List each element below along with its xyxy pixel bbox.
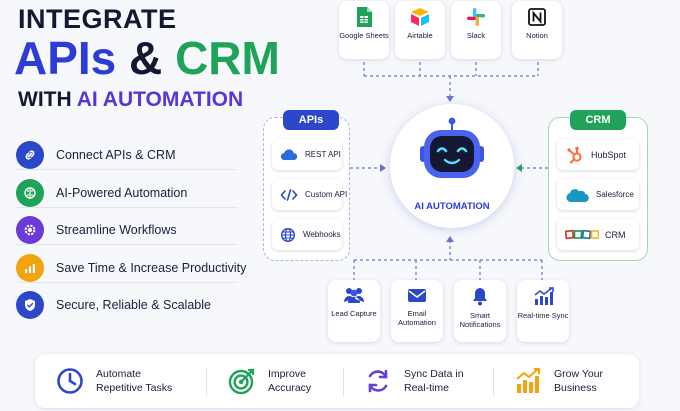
growth-icon	[514, 367, 542, 395]
tile-label: Email Automation	[398, 309, 436, 327]
bell-icon	[470, 286, 490, 306]
app-label: Notion	[526, 31, 548, 40]
feature-label: Streamline Workflows	[56, 222, 177, 237]
benefit-item: Sync Data in Real-time	[364, 354, 464, 408]
feature-item: Secure, Reliable & Scalable	[16, 290, 238, 320]
google-sheets-icon	[356, 7, 372, 27]
app-tile-slack[interactable]: Slack	[451, 1, 501, 59]
hubspot-icon	[565, 145, 585, 165]
crm-badge: CRM	[570, 110, 626, 130]
benefit-text: Grow Your Business	[554, 368, 604, 394]
shield-icon	[16, 291, 44, 319]
benefit-item: Grow Your Business	[514, 354, 603, 408]
api-label: Webhooks	[303, 230, 341, 239]
feature-item: Save Time & Increase Productivity	[16, 253, 246, 283]
title-apis: APIs	[14, 32, 117, 84]
target-icon	[228, 367, 256, 395]
brain-icon	[16, 178, 44, 207]
apis-badge: APIs	[283, 110, 339, 130]
api-card-custom[interactable]: Custom API	[272, 179, 347, 210]
tile-label: Lead Capture	[331, 309, 377, 318]
globe-icon	[280, 227, 296, 243]
feature-label: Connect APIs & CRM	[56, 147, 176, 162]
title-line-1: INTEGRATE	[18, 4, 177, 34]
crm-label: CRM	[605, 229, 626, 240]
mail-icon	[406, 286, 428, 304]
title-line-2: APIs & CRM	[14, 33, 280, 83]
crm-card-salesforce[interactable]: Salesforce	[557, 179, 639, 210]
benefit-text: Improve Accuracy	[268, 368, 312, 394]
benefit-divider	[343, 368, 344, 396]
feature-tile-lead-capture[interactable]: Lead Capture	[328, 280, 380, 342]
chart-icon	[16, 253, 44, 282]
airtable-icon	[409, 7, 431, 27]
title-ampersand: &	[129, 32, 163, 84]
feature-label: Save Time & Increase Productivity	[56, 260, 247, 275]
salesforce-icon	[565, 187, 589, 203]
benefit-item: Improve Accuracy	[228, 354, 311, 408]
benefit-item: Automate Repetitive Tasks	[56, 354, 172, 408]
title-crm: CRM	[175, 32, 280, 84]
users-icon	[342, 286, 366, 304]
app-label: Airtable	[407, 31, 433, 40]
benefit-divider	[493, 368, 494, 396]
crm-label: Salesforce	[596, 190, 634, 199]
feature-label: AI-Powered Automation	[56, 185, 188, 200]
crm-label: HubSpot	[591, 149, 627, 160]
hub-label: AI AUTOMATION	[414, 201, 490, 212]
app-tile-google-sheets[interactable]: Google Sheets	[339, 1, 389, 59]
api-label: REST API	[305, 150, 341, 159]
tile-label: Real-time Sync	[517, 311, 569, 320]
gear-icon	[16, 215, 44, 244]
app-label: Google Sheets	[339, 31, 389, 40]
bar-chart-icon	[532, 286, 554, 306]
title-line-3: WITH AI AUTOMATION	[18, 88, 243, 112]
link-icon	[16, 140, 44, 169]
title-ai-automation: AI AUTOMATION	[76, 88, 244, 111]
app-label: Slack	[466, 31, 486, 40]
feature-item: Connect APIs & CRM	[16, 140, 238, 170]
cloud-icon	[280, 148, 298, 161]
sync-icon	[364, 367, 392, 395]
feature-label: Secure, Reliable & Scalable	[56, 298, 211, 312]
slack-icon	[466, 7, 486, 27]
benefit-text: Sync Data in Real-time	[404, 368, 464, 394]
title-with: WITH	[18, 88, 72, 111]
tile-label: Smart Notifications	[459, 311, 501, 329]
benefit-divider	[206, 368, 207, 396]
robot-icon	[412, 116, 492, 196]
clock-icon	[56, 367, 84, 395]
feature-item: AI-Powered Automation	[16, 178, 238, 208]
feature-tile-smart-notifications[interactable]: Smart Notifications	[454, 280, 506, 342]
api-card-webhooks[interactable]: Webhooks	[272, 219, 342, 250]
feature-tile-email-automation[interactable]: Email Automation	[391, 280, 443, 342]
zoho-icon	[565, 229, 599, 241]
feature-item: Streamline Workflows	[16, 215, 238, 245]
notion-icon	[527, 7, 547, 27]
crm-card-zoho[interactable]: CRM	[557, 219, 639, 250]
app-tile-notion[interactable]: Notion	[512, 1, 562, 59]
code-icon	[280, 188, 298, 201]
api-label: Custom API	[305, 190, 348, 199]
api-card-rest[interactable]: REST API	[272, 139, 342, 170]
feature-tile-real-time-sync[interactable]: Real-time Sync	[517, 280, 569, 342]
crm-card-hubspot[interactable]: HubSpot	[557, 139, 639, 170]
app-tile-airtable[interactable]: Airtable	[395, 1, 445, 59]
benefit-text: Automate Repetitive Tasks	[96, 368, 173, 394]
